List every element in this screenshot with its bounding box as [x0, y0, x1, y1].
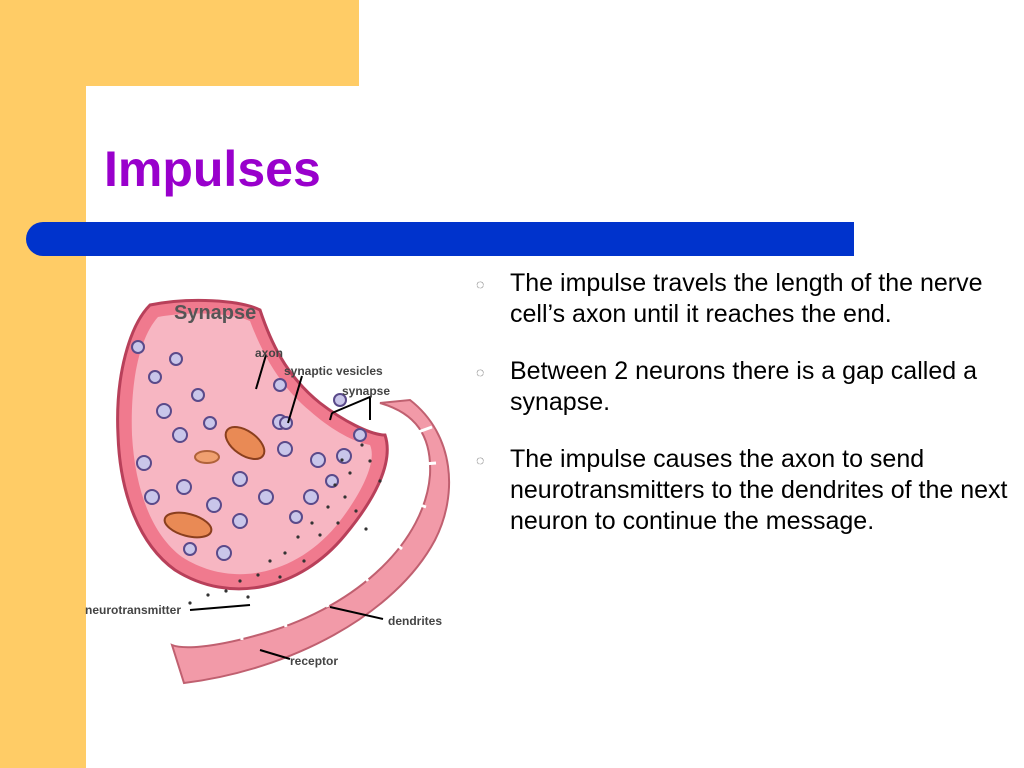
- synaptic-vesicles: [131, 340, 367, 561]
- dendrite-membrane: [170, 398, 451, 685]
- receptor-spikes: [238, 425, 437, 641]
- dendrite-outer-membrane: [174, 413, 426, 637]
- label-neurotransmitter: neurotransmitter: [85, 603, 181, 617]
- axon-pointer: [255, 354, 267, 390]
- bullet-text: The impulse causes the axon to send neur…: [510, 445, 1008, 535]
- background-accent-top: [0, 0, 359, 86]
- bullet-item: ◌ Between 2 neurons there is a gap calle…: [476, 356, 1021, 418]
- title-divider-bar: [26, 222, 854, 256]
- label-receptor: receptor: [290, 654, 338, 668]
- bullet-ring-icon: ◌: [476, 452, 485, 468]
- vesicles-pointer: [287, 375, 303, 424]
- neurotransmitter-pointer: [189, 604, 251, 611]
- bullet-list: ◌ The impulse travels the length of the …: [476, 268, 1021, 563]
- receptor-pointer: [259, 649, 291, 660]
- bullet-ring-icon: ◌: [476, 276, 485, 292]
- bullet-text: The impulse travels the length of the ne…: [510, 269, 983, 328]
- bullet-text: Between 2 neurons there is a gap called …: [510, 357, 977, 416]
- synapse-diagram: Synapse axon synaptic vesicles synapse n…: [85, 298, 451, 685]
- slide-title: Impulses: [104, 141, 321, 197]
- label-synapse: synapse: [342, 384, 390, 398]
- bullet-item: ◌ The impulse causes the axon to send ne…: [476, 444, 1021, 537]
- bullet-item: ◌ The impulse travels the length of the …: [476, 268, 1021, 330]
- bullet-ring-icon: ◌: [476, 364, 485, 380]
- label-axon: axon: [255, 346, 283, 360]
- content-corner: [86, 86, 130, 130]
- dendrites-pointer: [329, 606, 384, 620]
- synapse-bracket: [331, 395, 371, 420]
- label-dendrites: dendrites: [388, 614, 442, 628]
- neurotransmitter-dots: [188, 443, 382, 605]
- diagram-title: Synapse: [174, 302, 256, 324]
- label-synaptic-vesicles: synaptic vesicles: [284, 364, 383, 378]
- mitochondrion: [163, 426, 266, 539]
- background-accent-left: [0, 0, 86, 768]
